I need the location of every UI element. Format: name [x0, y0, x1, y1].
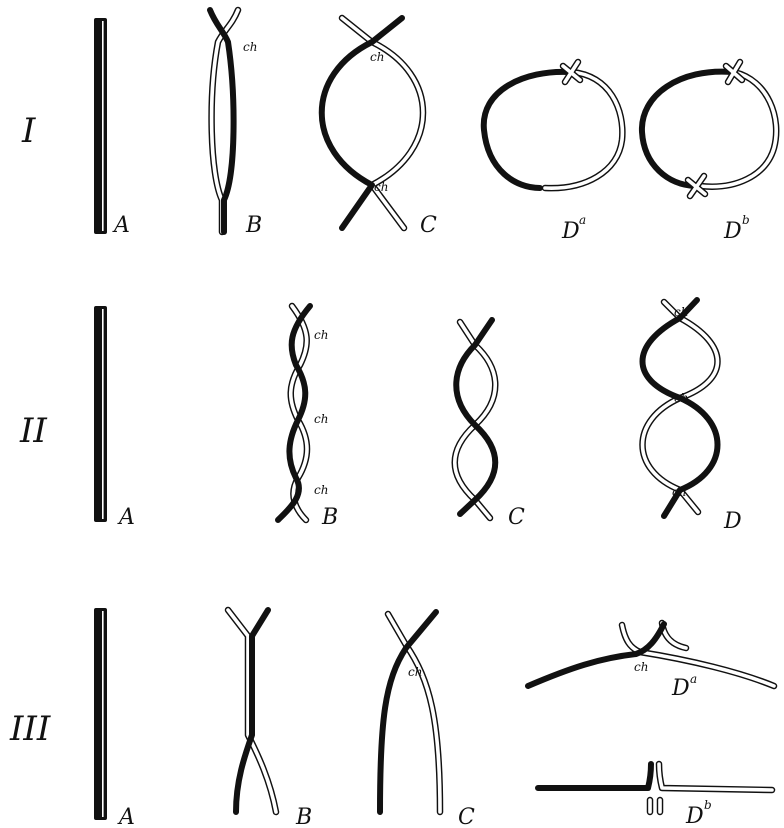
chiasma-label: ch: [408, 665, 422, 679]
stage-letter: D: [723, 509, 742, 534]
maternal-arc: [642, 72, 732, 186]
stage-letter: A: [112, 213, 130, 238]
paired-chromosome-rod: [94, 608, 107, 820]
rod-highlight: [102, 611, 104, 817]
chiasma-label-bottom: ch: [374, 180, 388, 194]
row-i-stage-d-a: D a: [484, 62, 623, 244]
stage-letter: C: [420, 213, 437, 238]
row-i: I A ch B ch ch C: [21, 10, 776, 244]
paternal-strand: [659, 764, 772, 790]
rod-highlight: [102, 21, 104, 231]
maternal-strand: [380, 612, 436, 812]
paternal-strand: [455, 322, 496, 518]
row-iii-stage-d-b: D b: [538, 764, 772, 828]
maternal-arc: [484, 72, 569, 188]
row-label-ii: II: [19, 411, 47, 451]
stage-letter: B: [245, 213, 262, 238]
stage-letter: D: [671, 676, 690, 701]
chiasma-label-1: ch: [314, 328, 328, 342]
row-iii: III A B ch C ch: [9, 608, 774, 828]
paired-chromosome-rod: [94, 18, 107, 234]
paternal-arc: [545, 72, 622, 188]
row-ii: II A ch ch ch B C ch: [19, 300, 742, 534]
row-ii-stage-a: A: [94, 306, 135, 530]
chiasma-label-1: ch: [674, 305, 688, 319]
maternal-strand: [538, 764, 651, 788]
chiasma-label: ch: [634, 660, 648, 674]
chiasma-label: ch: [243, 40, 257, 54]
stage-letter: C: [508, 505, 525, 530]
stage-letter: D: [561, 219, 580, 244]
stage-letter: C: [458, 805, 475, 828]
stage-letter: A: [117, 505, 135, 530]
row-label-i: I: [21, 111, 36, 151]
stage-letter: D: [685, 804, 704, 828]
chiasma-label-3: ch: [672, 485, 686, 499]
row-ii-stage-c: C: [455, 320, 525, 530]
row-ii-stage-d: ch ch ch D: [643, 300, 743, 534]
stage-letter: B: [295, 805, 312, 828]
chiasma-label-top: ch: [370, 50, 384, 64]
paired-chromosome-rod: [94, 306, 107, 522]
stage-letter: A: [117, 805, 135, 828]
stage-superscript: b: [742, 213, 750, 227]
stage-superscript: a: [579, 213, 586, 227]
chiasma-label-2: ch: [674, 391, 688, 405]
row-iii-stage-c: ch C: [380, 612, 475, 828]
stage-letter: D: [723, 219, 742, 244]
paternal-arc: [700, 72, 776, 187]
row-i-stage-d-b: D b: [642, 62, 776, 244]
row-ii-stage-b: ch ch ch B: [278, 306, 338, 530]
maternal-strand: [236, 610, 268, 812]
row-iii-stage-a: A: [94, 608, 135, 828]
row-iii-stage-b: B: [228, 610, 312, 828]
row-iii-stage-d-a: ch D a: [528, 623, 774, 701]
row-label-iii: III: [9, 709, 51, 749]
stage-superscript: b: [704, 798, 712, 812]
rod-highlight: [102, 309, 104, 519]
row-i-stage-b: ch B: [210, 10, 262, 238]
row-i-stage-a: A: [94, 18, 130, 238]
stage-letter: B: [321, 505, 338, 530]
row-i-stage-c: ch ch C: [322, 18, 437, 238]
chiasma-label-3: ch: [314, 483, 328, 497]
stage-superscript: a: [690, 672, 697, 686]
chiasma-label-2: ch: [314, 412, 328, 426]
